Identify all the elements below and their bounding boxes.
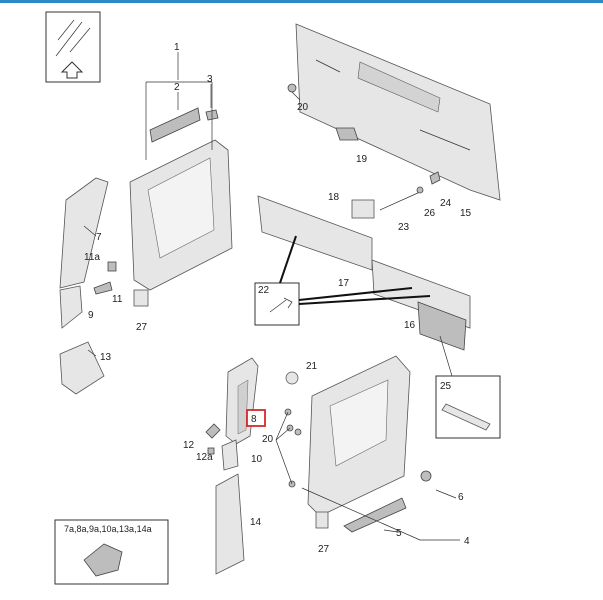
pad-27-upper — [133, 289, 149, 307]
callout-22: 22 — [258, 285, 270, 296]
callout-23: 23 — [398, 222, 410, 233]
callout-14: 14 — [250, 517, 262, 528]
part-9 — [59, 285, 83, 329]
up-arrow-icon — [60, 61, 84, 79]
callout-11: 11 — [112, 294, 123, 305]
rear-quarter-panel-lower-4 — [307, 355, 411, 517]
lower-pillar-14 — [215, 473, 245, 575]
orientation-box — [45, 11, 101, 83]
callout-12: 12 — [183, 440, 195, 451]
callout-6: 6 — [458, 492, 464, 503]
callout-18: 18 — [328, 192, 340, 203]
callout-4: 4 — [464, 536, 470, 547]
screw-20-c — [294, 428, 302, 436]
part-10 — [221, 439, 239, 471]
legend-part-icon — [83, 543, 123, 577]
callout-7: 7 — [96, 232, 102, 243]
clip-24 — [429, 171, 441, 185]
callout-9: 9 — [88, 310, 94, 321]
bolt-23 — [379, 191, 421, 211]
pillar-trim-7 — [59, 177, 109, 289]
callout-19: 19 — [356, 154, 368, 165]
pad-27-lower — [315, 511, 329, 529]
rail-17 — [257, 195, 373, 271]
part-11 — [93, 281, 113, 295]
part-13 — [59, 341, 105, 395]
callout-1: 1 — [174, 42, 180, 53]
callout-24: 24 — [440, 198, 452, 209]
legend-box-label: 7a,8a,9a,10a,13a,14a — [64, 524, 152, 534]
callout-5: 5 — [396, 528, 402, 539]
screw-20-top — [287, 83, 297, 93]
clip-11a — [107, 261, 117, 272]
callout-27-upper: 27 — [136, 322, 148, 333]
callout-10: 10 — [251, 454, 263, 465]
callout-25: 25 — [440, 381, 452, 392]
callout-12a: 12a — [196, 452, 213, 463]
callout-3: 3 — [207, 74, 213, 85]
washer-26 — [416, 186, 424, 194]
clip-6 — [420, 470, 432, 482]
clip-12 — [205, 423, 221, 439]
callout-13: 13 — [100, 352, 112, 363]
callout-11a: 11a — [84, 252, 100, 263]
bracket-part-2 — [149, 107, 201, 143]
callout-26: 26 — [424, 208, 436, 219]
callout-27-lower: 27 — [318, 544, 330, 555]
callout-15: 15 — [460, 208, 472, 219]
rail-16-end — [417, 301, 467, 351]
callout-2: 2 — [174, 82, 180, 93]
liftgate-panel-15 — [295, 23, 501, 201]
highlight-box — [246, 409, 266, 427]
strip-5 — [343, 497, 407, 533]
callout-17: 17 — [338, 278, 350, 289]
plate-18 — [351, 199, 375, 219]
callout-20-top: 20 — [297, 102, 309, 113]
b-pillar-part-8 — [225, 357, 259, 445]
callout-20-lower: 20 — [262, 434, 274, 445]
callout-16: 16 — [404, 320, 416, 331]
detail-box-22 — [254, 282, 300, 326]
rear-quarter-panel-upper — [129, 139, 233, 291]
callout-8: 8 — [251, 414, 257, 425]
cap-21 — [285, 371, 299, 385]
clip-12a — [207, 447, 215, 455]
top-accent-bar — [0, 0, 603, 3]
callout-21: 21 — [306, 361, 318, 372]
rail-16 — [371, 259, 471, 329]
plate-19 — [335, 127, 359, 141]
